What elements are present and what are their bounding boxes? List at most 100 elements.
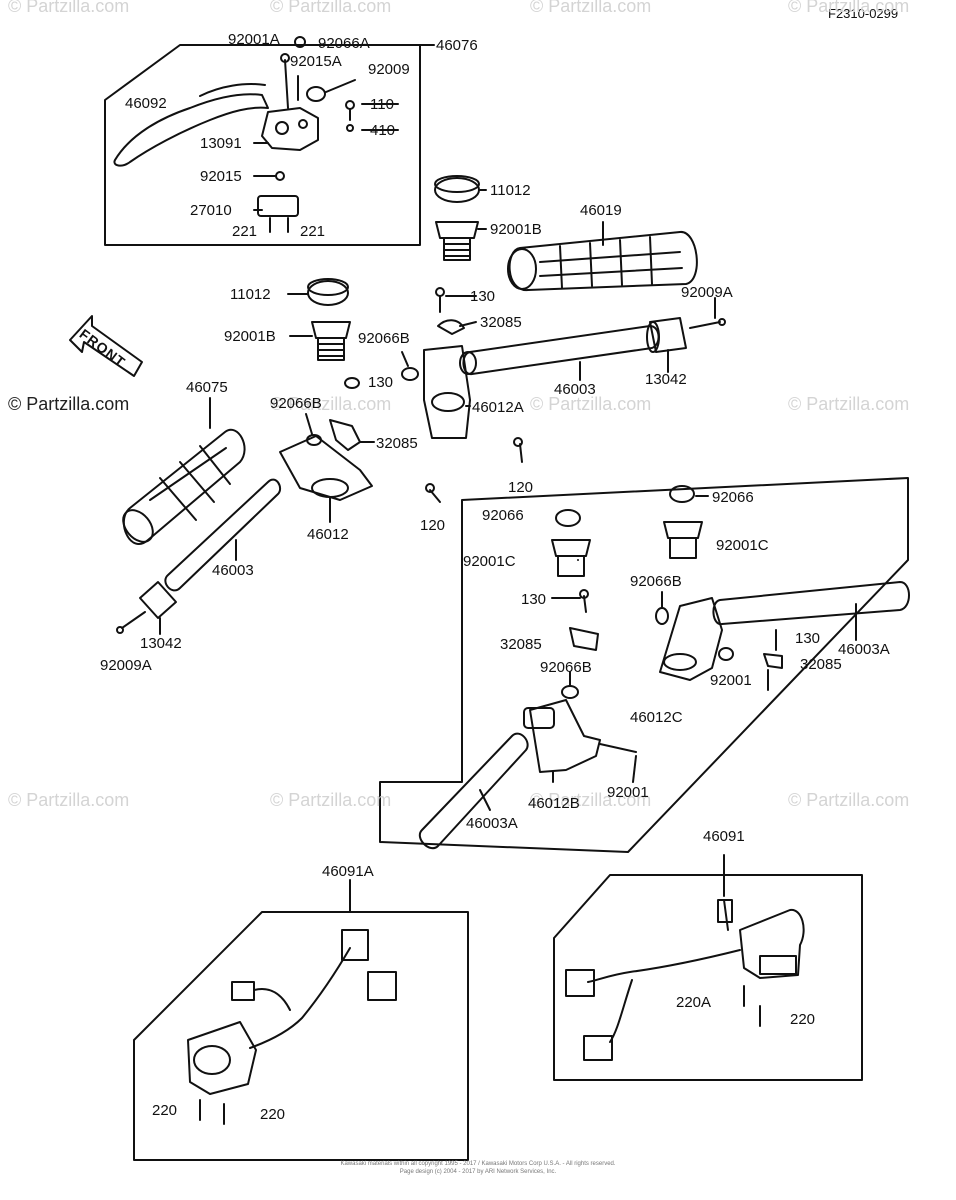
connector-46091A-a [341,929,369,961]
plug-92001B-left [311,321,351,339]
holder-46012A [423,345,471,439]
part-label[interactable]: 410 [370,122,396,139]
part-label[interactable]: 92001C [716,537,769,554]
clamp-32085-center [569,627,599,651]
watermark: © Partzilla.com [530,0,652,16]
switch-27010 [257,195,299,217]
part-label[interactable]: 221 [300,223,326,240]
part-label[interactable]: 130 [795,630,821,647]
part-label[interactable]: 46012B [528,795,580,812]
copyright-line: Page design (c) 2004 - 2017 by ARI Netwo… [399,1169,557,1175]
watermark: © Partzilla.com [788,394,910,414]
handlebar-46003-left [164,478,282,592]
part-label[interactable]: 92001B [224,328,276,345]
part-label[interactable]: 220 [152,1102,178,1119]
part-label[interactable]: 92001C [463,553,516,570]
grip-46019 [508,230,698,292]
watermark: © Partzilla.com [788,790,910,810]
holder-46012C [659,597,723,681]
plug-92001C-left [551,539,591,557]
assembly-frame-clipon [379,477,909,853]
watermark: © Partzilla.com [270,790,392,810]
part-label[interactable]: 92066 [482,507,524,524]
holder-46012 [279,435,373,501]
part-label[interactable]: 92066B [630,573,682,590]
part-label[interactable]: 92066B [540,659,592,676]
assembly-frame-switch-46091A [133,911,469,1161]
connector-46091-a [565,969,595,997]
part-label[interactable]: 92001B [490,221,542,238]
part-label[interactable]: 92066A [318,35,370,52]
part-label[interactable]: 13091 [200,135,242,152]
handlebar-46003A-left [419,732,529,849]
watermark: © Partzilla.com [270,0,392,16]
part-label[interactable]: 46003A [466,815,518,832]
bracket-13091 [261,107,319,151]
copyright-line: Kawasaki materials within all copyright … [340,1161,616,1167]
part-label[interactable]: 220 [260,1106,286,1123]
connector-46091-b [583,1035,613,1061]
part-label[interactable]: 92001 [710,672,752,689]
part-label[interactable]: 220A [676,994,712,1011]
part-label[interactable]: 92001A [228,31,280,48]
part-label[interactable]: 92009 [368,61,410,78]
plug-92001C-right [663,521,703,539]
part-label[interactable]: 120 [420,517,446,534]
switch-housing-46091 [739,908,805,979]
part-label[interactable]: 11012 [230,286,271,303]
part-label[interactable]: 13042 [645,371,687,388]
part-label[interactable]: 46075 [186,379,228,396]
part-label[interactable]: 92015A [290,53,342,70]
part-label[interactable]: 220 [790,1011,816,1028]
part-label[interactable]: 11012 [490,182,531,199]
part-label[interactable]: 92066B [358,330,410,347]
cap-92066-left [555,509,581,527]
holder-46012B [529,699,601,773]
watermark: © Partzilla.com [270,394,392,414]
watermark: © Partzilla.com [530,790,652,810]
part-label[interactable]: 120 [508,479,534,496]
watermark: © Partzilla.com [788,0,910,16]
watermark: © Partzilla.com [8,0,130,16]
weight-13042-right [649,317,687,353]
part-label[interactable]: 46012C [630,709,683,726]
assembly-frame-lever [104,44,421,246]
part-label[interactable]: 92015 [200,168,242,185]
part-label[interactable]: 32085 [376,435,418,452]
part-label[interactable]: 110 [370,96,394,113]
part-label[interactable]: 221 [232,223,258,240]
watermark: © Partzilla.com [530,394,652,414]
watermark: © Partzilla.com [8,790,130,810]
watermark: © Partzilla.com [8,394,130,414]
part-label[interactable]: 130 [470,288,496,305]
part-label[interactable]: 46091A [322,863,374,880]
part-label[interactable]: 46012A [472,399,524,416]
part-label[interactable]: 46076 [436,37,478,54]
part-label[interactable]: 27010 [190,202,232,219]
plug-92001B-right [435,221,479,239]
part-label[interactable]: 46012 [307,526,349,543]
assembly-frame-switch-46091 [553,874,863,1081]
part-label[interactable]: 46003 [554,381,596,398]
part-label[interactable]: 32085 [800,656,842,673]
part-label[interactable]: 92001 [607,784,649,801]
part-label[interactable]: 92066B [270,395,322,412]
part-label[interactable]: 92066 [712,489,754,506]
part-label[interactable]: 92009A [681,284,733,301]
weight-13042-left [139,581,177,619]
part-label[interactable]: 130 [368,374,394,391]
grip-46075 [122,428,246,545]
part-label[interactable]: 32085 [500,636,542,653]
part-label[interactable]: 46019 [580,202,622,219]
part-label[interactable]: 13042 [140,635,182,652]
part-label[interactable]: 92009A [100,657,152,674]
part-label[interactable]: 46003A [838,641,890,658]
part-label[interactable]: 46091 [703,828,745,845]
clamp-32085-left [329,419,361,451]
cap-92066-right [669,485,695,503]
part-label[interactable]: 46092 [125,95,167,112]
handlebar-46003-right [462,325,660,376]
part-label[interactable]: 130 [521,591,547,608]
part-label[interactable]: 46003 [212,562,254,579]
part-label[interactable]: 32085 [480,314,522,331]
